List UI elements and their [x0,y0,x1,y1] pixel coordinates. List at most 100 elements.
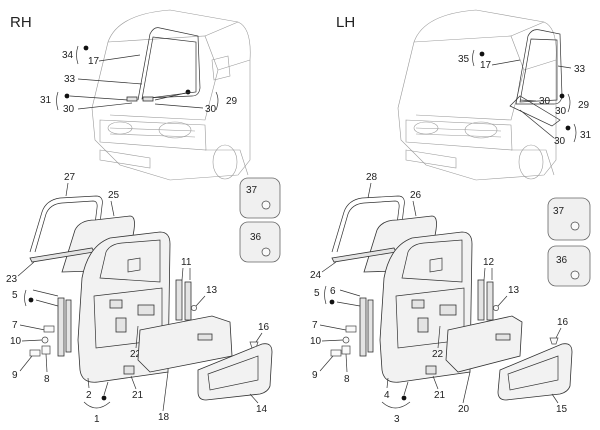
rh-callout-16: 16 [258,322,270,333]
rh-callout-31: 31 [40,95,52,106]
lh-callout-15: 15 [556,404,568,415]
lh-callout-21: 21 [434,390,446,401]
rh-callout-25: 25 [108,190,120,201]
lh-part-37-icon [570,221,580,231]
rh-callout-37: 37 [246,185,258,196]
lh-callout-35: 35 [458,54,470,65]
lh-bullet-31 [565,125,571,131]
rh-callout-30a: 30 [63,104,75,115]
lh-bracket-31 [573,123,577,143]
rh-windshield-seal [137,27,201,101]
lh-box-37 [547,197,591,241]
rh-callout-18: 18 [158,412,170,423]
rh-callout-21: 21 [132,390,144,401]
lh-callout-7: 7 [312,320,318,331]
lh-callout-20: 20 [458,404,470,415]
rh-part-36-icon [261,247,271,257]
rh-callout-9: 9 [12,370,18,381]
lh-callout-33: 33 [574,64,586,75]
lh-callout-9: 9 [312,370,318,381]
rh-callout-29: 29 [226,96,238,107]
rh-hinge-upper [43,325,55,333]
rh-panel: RH 34 17 33 31 30 [6,9,281,425]
lh-bracket-5 [324,285,327,305]
lh-check-strap [341,345,351,355]
lh-door-insulation [445,315,523,373]
lh-callout-10: 10 [310,336,322,347]
rh-callout-7: 7 [12,320,18,331]
rh-callout-1: 1 [94,414,100,425]
rh-callout-22: 22 [130,349,142,360]
lh-callout-31: 31 [580,130,592,141]
rh-bracket-29 [215,91,219,111]
rh-callout-10: 10 [10,336,22,347]
lh-callout-3: 3 [394,414,400,425]
rh-clip-part-2 [142,96,154,102]
lh-callout-26: 26 [410,190,422,201]
rh-callout-14: 14 [256,404,268,415]
rh-run-channel [57,297,65,357]
rh-weatherstrip-a [175,279,183,321]
lh-windshield-seal [515,29,563,105]
lh-weatherstrip-b [486,281,494,321]
rh-bullet-29 [185,89,191,95]
rh-bullet-5 [28,297,34,303]
rh-bracket-31 [56,91,59,111]
rh-hinge-lower [29,349,41,357]
rh-callout-36: 36 [250,232,262,243]
rh-bracket-1 [83,401,111,409]
lh-clip-16 [549,337,559,345]
rh-check-strap [41,345,51,355]
rh-callout-13: 13 [206,285,218,296]
lh-callout-37: 37 [553,206,565,217]
lh-callout-16: 16 [557,317,569,328]
rh-title: RH [10,14,32,31]
lh-callout-30a: 30 [539,96,551,107]
rh-bolt-10 [41,336,49,344]
rh-bullet-34 [83,45,89,51]
lh-panel: LH 35 17 33 30 29 30 [310,9,592,425]
rh-callout-2: 2 [86,390,92,401]
rh-callout-5: 5 [12,290,18,301]
lh-callout-6: 6 [330,286,336,297]
lh-van-cab [397,9,557,181]
lh-bracket-35 [472,49,475,67]
rh-run-channel-2 [65,299,72,353]
lh-run-channel-2 [367,299,374,353]
rh-callout-30b: 30 [205,104,217,115]
lh-hinge-upper [345,325,357,333]
rh-part-37-icon [261,200,271,210]
lh-lower-molding [509,95,561,127]
rh-bracket-5 [24,289,27,307]
lh-part-36-icon [570,270,580,280]
rh-weatherstrip-b [184,281,192,321]
lh-bolt-10 [342,336,350,344]
lh-bullet-35 [479,51,485,57]
lh-bracket-29 [567,93,571,113]
lh-weatherstrip-a [477,279,485,321]
lh-hinge-lower [330,349,342,357]
lh-callout-17: 17 [480,60,492,71]
lh-callout-5: 5 [314,288,320,299]
rh-bullet-31 [64,93,70,99]
lh-callout-12: 12 [483,257,495,268]
rh-callout-33: 33 [64,74,76,85]
lh-callout-22: 22 [432,349,444,360]
rh-bullet-1 [101,395,107,401]
lh-callout-13: 13 [508,285,520,296]
lh-bracket-3 [381,401,411,409]
rh-callout-23: 23 [6,274,18,285]
lh-callout-30b: 30 [554,136,566,147]
lh-callout-30c: 30 [555,106,567,117]
lh-bullet-3 [401,395,407,401]
rh-callout-11: 11 [181,257,192,268]
rh-callout-8: 8 [44,374,50,385]
lh-screw-13 [493,305,499,311]
rh-window-seal [29,195,103,253]
lh-window-seal [331,195,405,253]
rh-screw-13 [191,305,197,311]
rh-callout-34: 34 [62,50,74,61]
lh-inner-handle [425,365,437,375]
rh-callout-17: 17 [88,56,100,67]
